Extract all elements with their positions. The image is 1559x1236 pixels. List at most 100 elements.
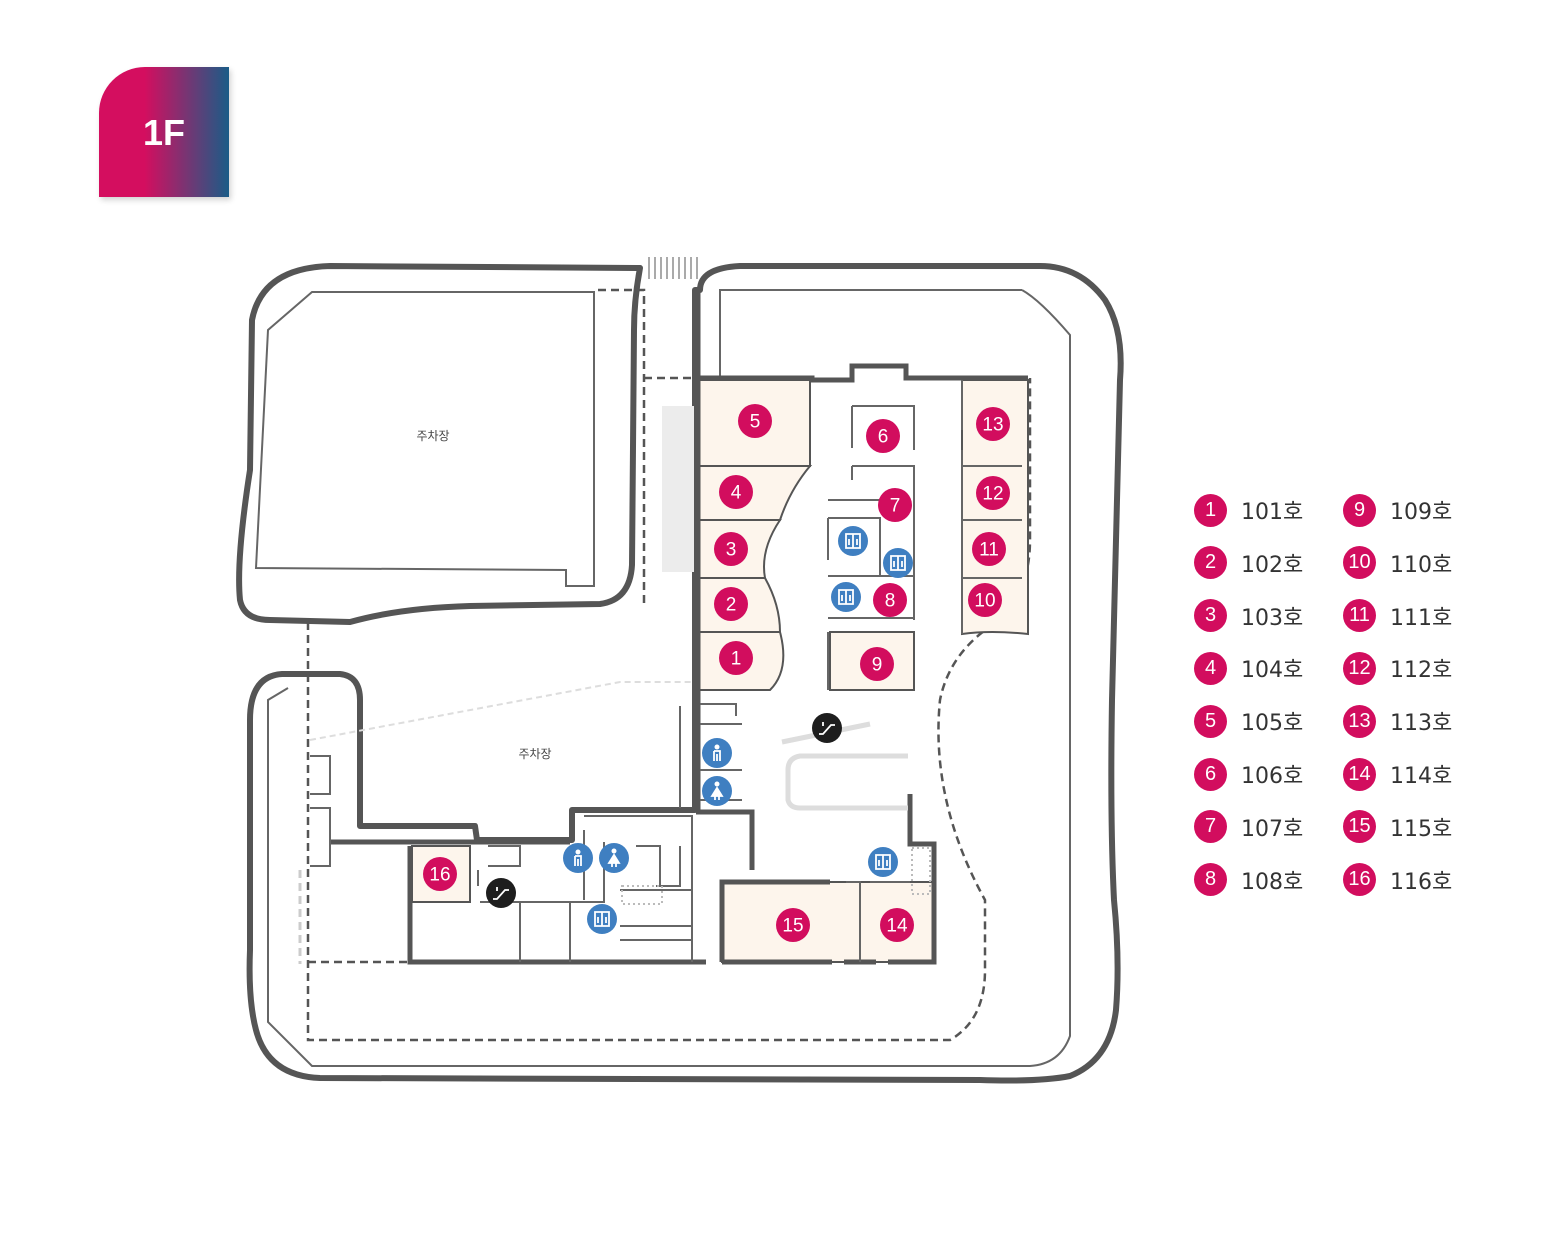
- room-marker-5[interactable]: 5: [738, 404, 772, 438]
- legend-number: 10: [1343, 546, 1376, 580]
- restroom-male-icon: [702, 738, 732, 768]
- facility-icons: [486, 526, 913, 934]
- room-marker-13[interactable]: 13: [976, 407, 1010, 441]
- legend-room-label: 101호: [1241, 500, 1304, 525]
- elevator-icon: [831, 582, 861, 612]
- room-marker-4[interactable]: 4: [719, 475, 753, 509]
- legend-room-label: 116호: [1390, 869, 1453, 895]
- room-marker-number: 9: [872, 655, 883, 676]
- room-marker-number: 13: [982, 415, 1003, 436]
- interior-walls: [330, 290, 1028, 965]
- parking-lane: [309, 681, 694, 741]
- room-marker-1[interactable]: 1: [719, 641, 753, 675]
- legend-item: 14 114호: [1343, 757, 1452, 791]
- floor-label: 1F: [142, 112, 185, 153]
- room-marker-12[interactable]: 12: [976, 476, 1010, 510]
- legend-room-label: 112호: [1390, 658, 1453, 684]
- room-marker-circle: [968, 583, 1002, 617]
- legend-number: 8: [1194, 863, 1227, 897]
- room-marker-14[interactable]: 14: [880, 908, 914, 942]
- room-marker-number: 10: [974, 591, 995, 612]
- room-marker-6[interactable]: 6: [866, 419, 900, 453]
- room-marker-2[interactable]: 2: [714, 587, 748, 621]
- legend-room-label: 102호: [1241, 552, 1304, 578]
- room-marker-15[interactable]: 15: [776, 908, 810, 942]
- room-marker-number: 6: [878, 427, 889, 448]
- outer-site-walls: [236, 263, 1124, 1084]
- room-marker-circle: [976, 476, 1010, 510]
- room-marker-circle: [866, 419, 900, 453]
- legend-number: 11: [1343, 599, 1376, 633]
- room-marker-circle: [738, 404, 772, 438]
- legend-number: 1: [1194, 493, 1227, 527]
- room-marker-circle: [878, 488, 912, 522]
- room-marker-9[interactable]: 9: [860, 647, 894, 681]
- legend-room-label: 106호: [1241, 764, 1304, 789]
- elevator-icon: [587, 904, 617, 934]
- legend-number: 14: [1343, 757, 1376, 791]
- legend-number: 5: [1194, 704, 1227, 738]
- room-marker-number: 14: [886, 916, 908, 937]
- legend-number: 16: [1343, 863, 1376, 897]
- inner-site-lines: [254, 289, 1071, 1067]
- room-marker-number: 1: [731, 649, 742, 670]
- room-marker-number: 8: [885, 591, 896, 612]
- room-marker-circle: [714, 587, 748, 621]
- legend-room-label: 111호: [1390, 605, 1453, 631]
- legend-number: 6: [1194, 757, 1227, 791]
- room-marker-circle: [860, 647, 894, 681]
- legend-room-label: 107호: [1241, 816, 1304, 842]
- legend-room-label: 110호: [1390, 552, 1453, 578]
- room-marker-number: 16: [429, 865, 450, 886]
- room-marker-10[interactable]: 10: [968, 583, 1002, 617]
- legend-item: 16 116호: [1343, 863, 1452, 897]
- legend-room-label: 103호: [1241, 605, 1304, 631]
- legend-room-label: 109호: [1390, 500, 1453, 525]
- room-marker-circle: [423, 857, 457, 891]
- legend-item: 15 115호: [1343, 810, 1452, 844]
- elevator-icon: [868, 847, 898, 877]
- driveway-strip: [662, 406, 694, 572]
- room-marker-7[interactable]: 7: [878, 488, 912, 522]
- room-marker-number: 7: [890, 496, 901, 517]
- room-marker-3[interactable]: 3: [714, 532, 748, 566]
- legend-room-label: 114호: [1390, 764, 1453, 789]
- room-marker-circle: [976, 407, 1010, 441]
- legend-number: 4: [1194, 651, 1227, 685]
- legend-item: 6 106호: [1194, 757, 1303, 791]
- restroom-male-icon: [563, 843, 593, 873]
- room-marker-circle: [873, 583, 907, 617]
- legend-number: 15: [1343, 810, 1376, 844]
- escalator-icon: [812, 713, 842, 743]
- legend-number: 2: [1194, 546, 1227, 580]
- parking-label-north: 주차장: [416, 429, 449, 443]
- room-marker-11[interactable]: 11: [972, 532, 1006, 566]
- room-marker-16[interactable]: 16: [423, 857, 457, 891]
- east-stair-hatch: [911, 847, 931, 895]
- legend-item: 10 110호: [1343, 546, 1452, 580]
- room-marker-number: 11: [979, 540, 999, 561]
- legend-room-label: 113호: [1390, 711, 1453, 737]
- parking-label-center: 주차장: [518, 747, 551, 761]
- legend-item: 11 111호: [1343, 599, 1452, 633]
- room-marker-circle: [972, 532, 1006, 566]
- room-marker-number: 5: [750, 412, 761, 433]
- legend-item: 1 101호: [1194, 493, 1303, 527]
- legend-room-label: 115호: [1390, 816, 1453, 842]
- legend-room-label: 105호: [1241, 711, 1304, 737]
- dashed-paths: [306, 288, 1032, 1042]
- room-marker-number: 4: [731, 483, 742, 504]
- legend-item: 5 105호: [1194, 704, 1303, 738]
- floor-badge: 1F: [99, 67, 229, 197]
- room-marker-8[interactable]: 8: [873, 583, 907, 617]
- legend-item: 2 102호: [1194, 546, 1303, 580]
